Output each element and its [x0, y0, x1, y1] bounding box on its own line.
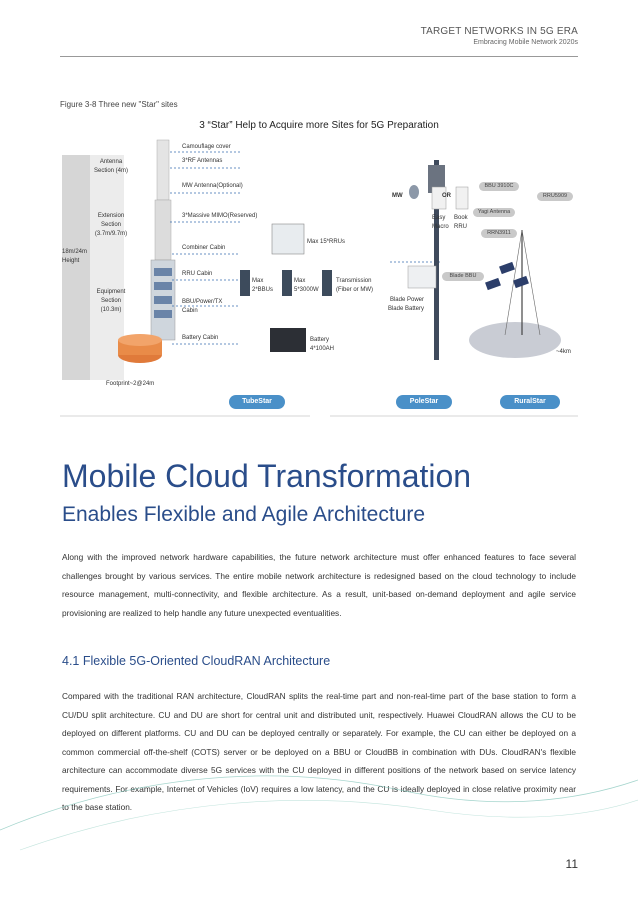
- pole: [434, 160, 439, 360]
- label-mw-antenna: MW Antenna(Optional): [182, 183, 243, 189]
- label-extension-section: Extension Section (3.7m/9.7m): [94, 213, 128, 237]
- easy-macro: [431, 186, 447, 210]
- label-rural-area: ~4km: [556, 349, 571, 355]
- label-camouflage: Camouflage cover: [182, 144, 231, 150]
- label-equipment-section: Equipment Section (10.3m): [96, 289, 126, 313]
- header-rule: [60, 56, 578, 57]
- tag-blade-bbu: Blade BBU: [442, 272, 484, 281]
- page-number: 11: [565, 857, 578, 871]
- label-max-power: Max 5*3000W: [294, 278, 319, 293]
- cloudran-paragraph: Compared with the traditional RAN archit…: [62, 691, 576, 812]
- label-battery: Battery 4*100AH: [310, 337, 335, 352]
- label-max-rrus: Max 15*RRUs: [307, 239, 346, 245]
- label-transmission: Transmission (Fiber or MW): [336, 278, 373, 293]
- power-unit: [282, 270, 292, 296]
- label-battery-cabin: Battery Cabin: [182, 335, 219, 341]
- running-header-subtitle: Embracing Mobile Network 2020s: [473, 39, 578, 46]
- bbu-unit: [240, 270, 250, 296]
- intro-paragraph: Along with the improved network hardware…: [62, 552, 576, 618]
- blade-bbu-box: [407, 265, 437, 289]
- running-header-title: TARGET NETWORKS IN 5G ERA: [420, 26, 578, 37]
- tag-bbu-3910c: BBU 3910C: [479, 182, 519, 191]
- label-easy-macro: Easy Macro: [432, 215, 449, 230]
- label-mw: MW: [392, 193, 403, 199]
- label-book-rru: Book RRU: [454, 215, 468, 230]
- tower-extension-section: [154, 199, 172, 261]
- figure-title: 3 “Star” Help to Acquire more Sites for …: [199, 120, 439, 131]
- book-rru: [455, 186, 469, 210]
- label-combiner-cabin: Combiner Cabin: [182, 245, 226, 251]
- label-massive-mimo: 3*Massive MIMO(Reserved): [182, 213, 258, 219]
- rru-units: [271, 223, 305, 255]
- battery-unit: [270, 328, 306, 352]
- figure-caption: Figure 3-8 Three new "Star" sites: [60, 100, 178, 109]
- label-antenna-section: Antenna Section (4m): [93, 159, 128, 174]
- rural-area: [469, 322, 561, 358]
- label-height: 18m/24m Height: [62, 249, 88, 264]
- height-bar: [62, 155, 90, 380]
- label-rru-cabin: RRU Cabin: [182, 271, 213, 277]
- label-bbu-cabin: BBU/Power/TX Cabin: [182, 299, 223, 314]
- transmission-unit: [322, 270, 332, 296]
- solar-panel: [485, 277, 501, 291]
- ruralstar-button: RuralStar: [500, 395, 560, 409]
- pole-head: [428, 165, 445, 193]
- main-heading: Mobile Cloud Transformation: [62, 458, 472, 494]
- polestar-button: PoleStar: [396, 395, 452, 409]
- decorative-wave: [0, 775, 638, 851]
- section-heading: 4.1 Flexible 5G-Oriented CloudRAN Archit…: [62, 654, 331, 668]
- tag-yagi-antenna: Yagi Antenna: [473, 208, 515, 217]
- main-subheading: Enables Flexible and Agile Architecture: [62, 503, 426, 526]
- tag-rrn3911: RRN3911: [481, 229, 517, 238]
- label-footprint: Footprint~2@24m: [106, 381, 155, 387]
- label-blade-power: Blade Power Blade Battery: [387, 297, 424, 312]
- mw-dish: [409, 185, 419, 199]
- figure-illustration: Antenna Section (4m) Extension Section (…: [0, 0, 638, 430]
- label-or: OR: [442, 193, 451, 199]
- figure-graphics: [60, 139, 578, 417]
- label-rf-antennas: 3*RF Antennas: [182, 158, 223, 164]
- tag-rru5909: RRU5909: [537, 192, 573, 201]
- tubestar-button: TubeStar: [229, 395, 285, 409]
- label-max-bbus: Max 2*BBUs: [252, 278, 274, 293]
- tower-antenna-section: [156, 139, 170, 201]
